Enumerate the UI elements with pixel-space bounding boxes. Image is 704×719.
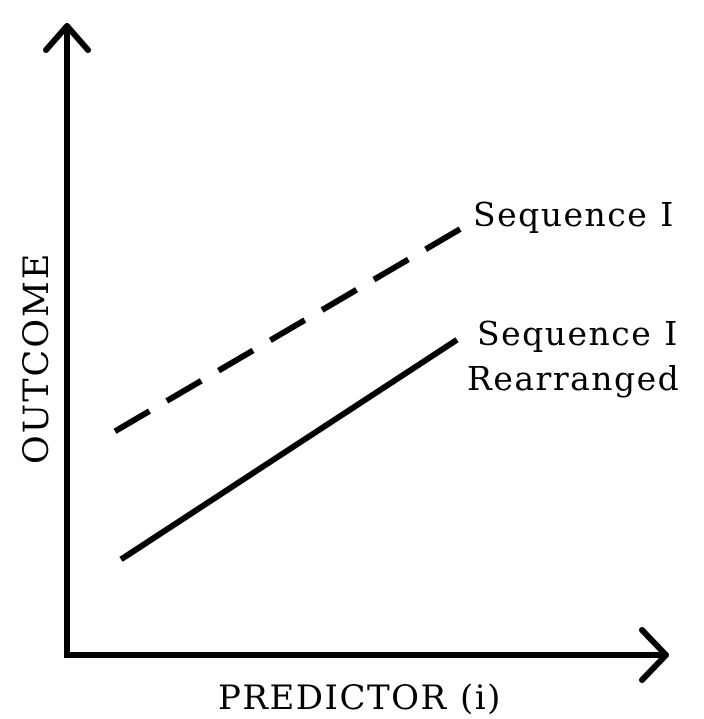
series-label-sequence-i: Sequence I	[473, 195, 675, 234]
x-axis-label: PREDICTOR (i)	[218, 678, 502, 718]
series-label-sequence-i-rearranged-line2: Rearranged	[467, 359, 680, 398]
series-line-sequence-i-rearranged	[119, 337, 459, 562]
x-axis-arrow-icon	[639, 627, 669, 683]
series-label-sequence-i-rearranged-line1: Sequence I	[477, 314, 679, 353]
y-axis-label: OUTCOME	[17, 252, 57, 464]
y-axis-arrow-icon	[43, 23, 91, 53]
series-line-sequence-i	[113, 221, 471, 434]
